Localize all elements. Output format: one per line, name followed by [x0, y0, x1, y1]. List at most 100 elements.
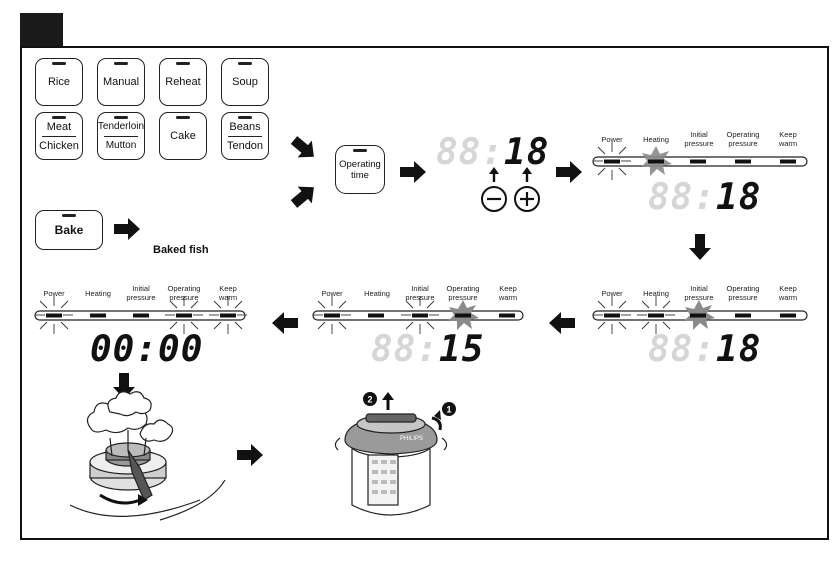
svg-text:Heating: Heating	[364, 289, 390, 298]
svg-text:pressure: pressure	[728, 139, 757, 148]
arrow-icon	[549, 312, 575, 334]
pressure-cooker-illustration: PHILIPS	[334, 392, 448, 516]
display-value: 00:00	[90, 329, 204, 370]
arrow-icon	[237, 444, 263, 466]
svg-text:pressure: pressure	[448, 293, 477, 302]
svg-text:Heating: Heating	[643, 135, 669, 144]
arrow-icon	[286, 131, 321, 166]
divider	[104, 135, 138, 137]
bake-button[interactable]: Bake	[35, 210, 103, 250]
time-display-4: 88:15	[371, 329, 484, 370]
svg-text:pressure: pressure	[728, 293, 757, 302]
mutton-label: Mutton	[105, 139, 137, 151]
cake-label: Cake	[170, 130, 196, 142]
display-value: 15	[439, 329, 485, 370]
manual-label: Manual	[102, 76, 140, 88]
manual-button[interactable]: Manual	[97, 58, 145, 106]
svg-text:pressure: pressure	[684, 139, 713, 148]
tendon-label: Tendon	[226, 139, 264, 152]
meat-label: Meat	[46, 120, 72, 133]
arrow-icon	[400, 161, 426, 183]
steam-valve-illustration	[69, 391, 226, 521]
svg-text:Keep: Keep	[779, 284, 797, 293]
svg-text:2: 2	[367, 395, 372, 405]
divider	[228, 135, 262, 137]
minus-button[interactable]	[481, 186, 507, 212]
svg-text:Power: Power	[601, 135, 623, 144]
bake-label: Bake	[54, 223, 84, 237]
arrow-icon	[556, 161, 582, 183]
beans-label: Beans	[229, 120, 261, 133]
tenderloin-label: Tenderloin	[97, 120, 145, 132]
cake-button[interactable]: Cake	[159, 112, 207, 160]
arrow-icon	[286, 178, 321, 213]
svg-text:Keep: Keep	[499, 284, 517, 293]
svg-text:pressure: pressure	[405, 293, 434, 302]
arrow-icon	[272, 312, 298, 334]
up-arrow-icon	[522, 167, 532, 174]
up-arrow-icon	[489, 167, 499, 174]
svg-text:pressure: pressure	[169, 293, 198, 302]
display-value: 18	[716, 329, 762, 370]
svg-text:warm: warm	[778, 293, 797, 302]
arrow-icon	[689, 234, 711, 260]
operating-time-label-1: Operating	[339, 158, 381, 170]
svg-text:Keep: Keep	[219, 284, 237, 293]
display-dim-digits: 88:	[436, 132, 505, 173]
chicken-label: Chicken	[39, 139, 79, 152]
display-dim-digits: 88:	[371, 329, 440, 370]
svg-text:Power: Power	[601, 289, 623, 298]
svg-text:Initial: Initial	[132, 284, 150, 293]
status-bar-1: Power Heating Initial pressure Operating…	[592, 130, 808, 181]
rice-label: Rice	[47, 76, 70, 88]
status-bar-4: Power Heating Initial pressure Operating…	[34, 284, 248, 335]
status-bar-2: Power Heating Initial pressure Operating…	[592, 284, 808, 335]
time-display-1: 88:18	[436, 132, 549, 173]
svg-text:warm: warm	[218, 293, 237, 302]
soup-label: Soup	[232, 76, 258, 88]
svg-text:Power: Power	[321, 289, 343, 298]
divider	[42, 135, 76, 137]
svg-text:Operating: Operating	[447, 284, 480, 293]
svg-text:warm: warm	[778, 139, 797, 148]
svg-text:Initial: Initial	[690, 130, 708, 139]
display-value: 18	[716, 177, 762, 218]
diagram-frame	[20, 46, 829, 540]
time-display-2: 88:18	[648, 177, 761, 218]
brand-logo: PHILIPS	[400, 436, 423, 442]
svg-text:Operating: Operating	[727, 130, 760, 139]
step-badge-2: 2	[363, 392, 377, 406]
svg-text:Operating: Operating	[168, 284, 201, 293]
display-value: 18	[504, 132, 550, 173]
arrow-icon	[114, 218, 140, 240]
display-dim-digits: 88:	[648, 329, 717, 370]
operating-time-button[interactable]: Operating time	[335, 145, 385, 194]
time-display-3: 88:18	[648, 329, 761, 370]
svg-text:Initial: Initial	[690, 284, 708, 293]
operating-time-label-2: time	[351, 169, 369, 181]
time-display-5: 00:00	[90, 329, 203, 370]
status-bar-3: Power Heating Initial pressure Operating…	[312, 284, 524, 335]
rice-button[interactable]: Rice	[35, 58, 83, 106]
soup-button[interactable]: Soup	[221, 58, 269, 106]
svg-text:pressure: pressure	[684, 293, 713, 302]
svg-text:Power: Power	[43, 289, 65, 298]
display-dim-digits: 88:	[648, 177, 717, 218]
svg-text:pressure: pressure	[126, 293, 155, 302]
baked-fish-label: Baked fish	[153, 244, 209, 256]
svg-text:Heating: Heating	[643, 289, 669, 298]
step-badge-1: 1	[442, 402, 456, 416]
svg-text:Initial: Initial	[411, 284, 429, 293]
reheat-button[interactable]: Reheat	[159, 58, 207, 106]
svg-text:Keep: Keep	[779, 130, 797, 139]
svg-text:warm: warm	[498, 293, 517, 302]
reheat-label: Reheat	[165, 76, 201, 88]
svg-text:Operating: Operating	[727, 284, 760, 293]
svg-text:1: 1	[446, 405, 451, 415]
section-marker	[20, 13, 63, 47]
plus-button[interactable]	[514, 186, 540, 212]
